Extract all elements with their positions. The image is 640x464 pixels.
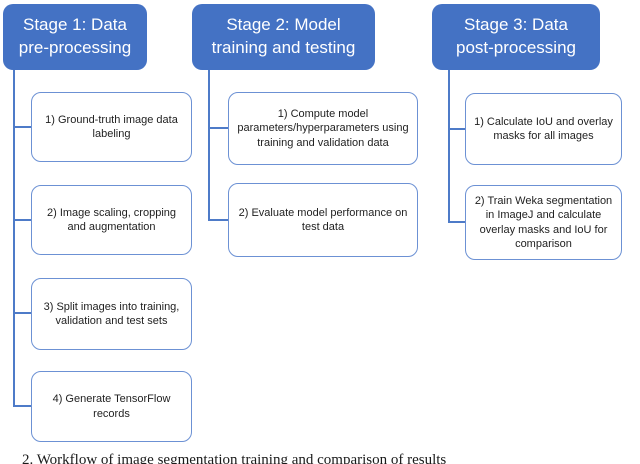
stage-1-connector-line [13,70,15,407]
step-box: 2) Evaluate model performance on test da… [228,183,418,257]
stage-3-header: Stage 3: Data post-processing [432,4,600,70]
stage-3-connector-stub [449,221,465,223]
stage-1-connector-stub [14,405,31,407]
stage-3-connector-line [448,70,450,223]
step-box: 1) Compute model parameters/hyperparamet… [228,92,418,165]
stage-2-connector-line [208,70,210,221]
stage-1-header: Stage 1: Data pre-processing [3,4,147,70]
step-box: 1) Ground-truth image data labeling [31,92,192,162]
stage-1-connector-stub [14,312,31,314]
figure-caption: 2. Workflow of image segmentation traini… [22,452,447,464]
stage-1-connector-stub [14,126,31,128]
stage-3-connector-stub [449,128,465,130]
stage-2-connector-stub [209,219,228,221]
step-box: 2) Image scaling, cropping and augmentat… [31,185,192,255]
stage-2-header: Stage 2: Model training and testing [192,4,375,70]
step-box: 4) Generate TensorFlow records [31,371,192,442]
stage-2-connector-stub [209,127,228,129]
step-box: 3) Split images into training, validatio… [31,278,192,350]
stage-1-connector-stub [14,219,31,221]
step-box: 1) Calculate IoU and overlay masks for a… [465,93,622,165]
step-box: 2) Train Weka segmentation in ImageJ and… [465,185,622,260]
